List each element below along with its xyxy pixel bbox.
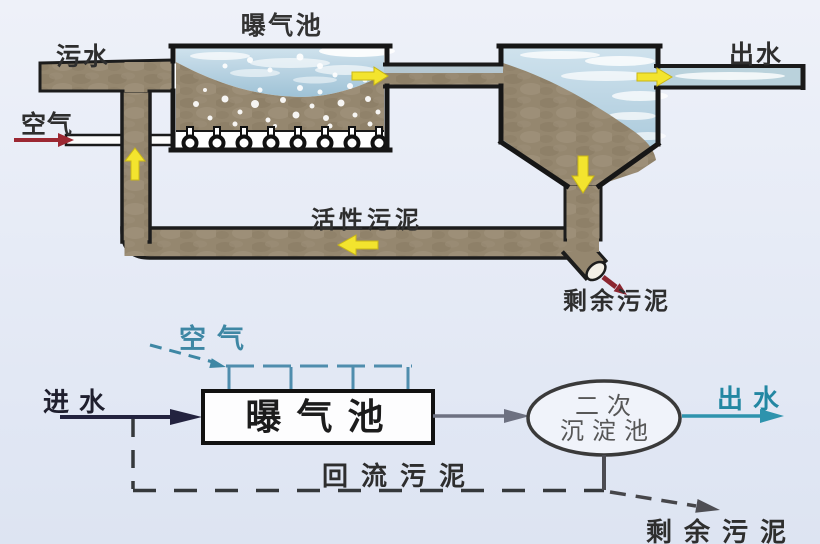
label-influent-bottom: 进水 <box>43 388 115 418</box>
return-sludge-dashed-line <box>131 419 604 493</box>
influent-arrow <box>60 409 202 425</box>
pipe-joint-patch <box>124 224 148 256</box>
aeration-water <box>176 48 384 97</box>
label-influent-top: 污水 <box>56 42 110 71</box>
air-manifold <box>226 364 412 390</box>
air-dashed-arrow <box>149 343 226 368</box>
bottom-diagram: 空气 进水 曝气池 <box>43 323 798 544</box>
tank-outlet-arrow <box>351 66 389 86</box>
label-aeration-tank-box: 曝气池 <box>245 397 398 438</box>
label-effluent-top: 出水 <box>729 40 783 69</box>
transfer-channel <box>383 62 503 89</box>
label-air-bottom: 空气 <box>179 323 255 355</box>
label-secondary-clarifier-line2: 沉淀池 <box>560 417 656 445</box>
excess-sludge-dashed-arrow <box>609 490 720 513</box>
label-aeration-tank-top: 曝气池 <box>241 11 324 40</box>
excess-sludge-outlet <box>560 226 609 282</box>
aeration-tank-box <box>201 389 435 445</box>
return-left-arrow <box>336 234 379 256</box>
box-to-clarifier-arrow <box>433 409 530 423</box>
label-activated-sludge: 活性污泥 <box>311 206 423 234</box>
air-flow-arrow <box>14 133 74 147</box>
clarifier-outlet-arrow <box>636 67 673 87</box>
label-return-sludge: 回流污泥 <box>322 462 478 492</box>
label-excess-sludge-bottom: 剩余污泥 <box>646 517 798 544</box>
label-excess-sludge-top: 剩余污泥 <box>563 287 671 315</box>
riser-joint-patch <box>124 62 148 92</box>
top-diagram: 曝气池 污水 空气 出水 活性污泥 剩余污泥 <box>14 11 806 315</box>
effluent-arrow <box>682 409 784 423</box>
air-bubbles <box>193 53 381 129</box>
flow-arrows-yellow <box>123 66 673 256</box>
settled-sludge <box>503 63 656 185</box>
effluent-pipe <box>654 64 806 90</box>
label-secondary-clarifier-line1: 二次 <box>575 392 639 420</box>
label-air-top: 空气 <box>21 110 73 139</box>
sludge-down-arrow <box>571 155 595 194</box>
excess-sludge-arrow <box>601 275 627 295</box>
aeration-tank <box>175 45 395 152</box>
tank-walls <box>168 43 663 190</box>
clarifier-tank <box>503 48 668 194</box>
aeration-mixed-liquor <box>176 62 384 131</box>
pipe-opening <box>585 260 607 282</box>
riser-up-arrow <box>123 147 147 181</box>
clarifier-streaks <box>520 51 668 164</box>
label-effluent-bottom: 出水 <box>717 385 789 415</box>
